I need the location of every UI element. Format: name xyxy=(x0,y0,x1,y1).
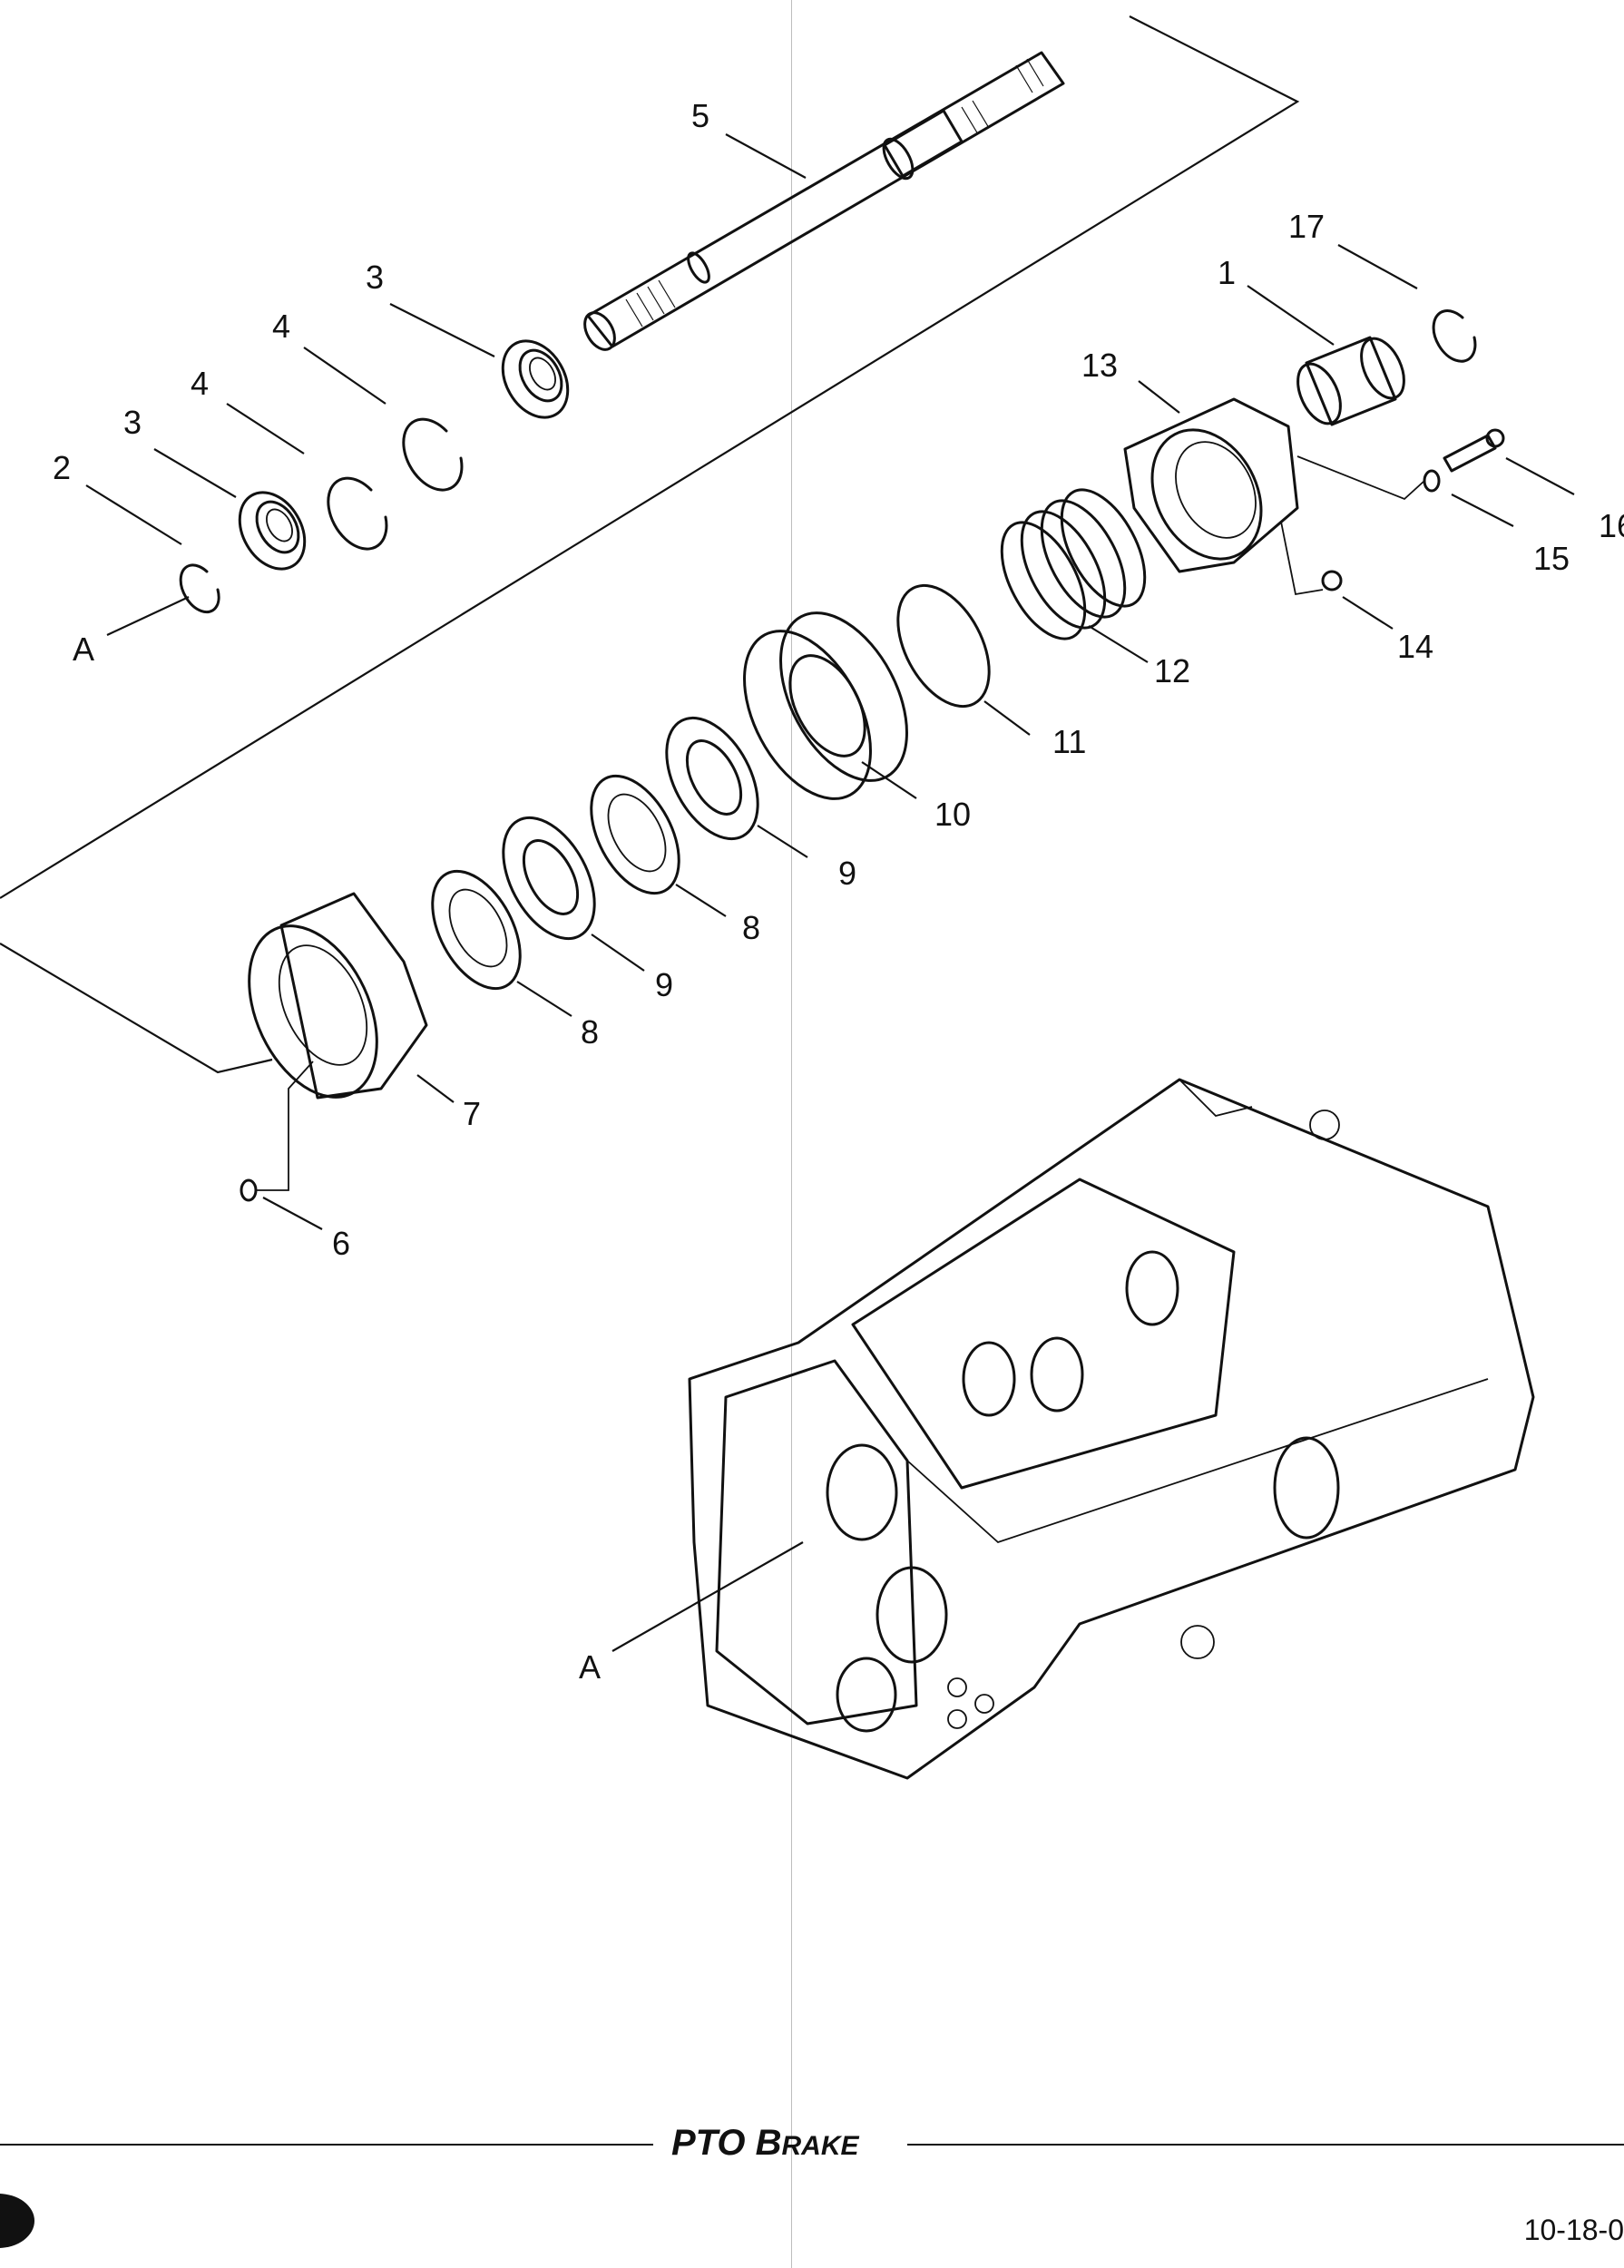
callout-14: 14 xyxy=(1397,628,1433,665)
snap-ring-part-4-upper xyxy=(402,417,464,492)
o-ring-part-11 xyxy=(896,583,991,709)
o-ring-part-6 xyxy=(240,1061,314,1202)
bolt-part-16 xyxy=(1443,428,1505,473)
friction-disc-part-9-upper xyxy=(665,716,759,841)
transmission-housing xyxy=(688,1078,1535,1780)
separator-plate-part-8-lower xyxy=(431,869,522,991)
footer-section-title: PTO BRAKE xyxy=(671,2123,859,2164)
callout-3-upper: 3 xyxy=(366,259,384,296)
callout-13: 13 xyxy=(1081,347,1118,384)
callout-8-upper: 8 xyxy=(742,909,760,946)
footer-title-initial: PTO B xyxy=(671,2123,782,2163)
callout-6: 6 xyxy=(332,1225,350,1262)
separator-plate-part-8-upper xyxy=(590,774,680,895)
callout-leaders xyxy=(85,133,1575,1652)
callout-9-upper: 9 xyxy=(838,855,856,892)
brake-hub-part-7 xyxy=(248,892,428,1100)
callout-8-lower: 8 xyxy=(581,1013,599,1051)
friction-disc-part-9-lower xyxy=(502,816,596,941)
snap-ring-part-17 xyxy=(1432,309,1477,363)
callout-16: 16 xyxy=(1599,507,1624,544)
footer-rule-right xyxy=(907,2144,1624,2146)
callout-2: 2 xyxy=(53,449,71,486)
bearing-part-3-upper xyxy=(501,339,570,419)
spring-part-12 xyxy=(1000,488,1147,640)
scan-fold-line xyxy=(791,0,792,2268)
callout-7: 7 xyxy=(463,1095,481,1132)
snap-ring-part-4-lower xyxy=(327,476,388,551)
callout-a-shaft: A xyxy=(73,631,94,668)
callout-10: 10 xyxy=(934,796,971,833)
callout-15: 15 xyxy=(1533,540,1570,577)
callout-1: 1 xyxy=(1218,254,1236,291)
callout-11: 11 xyxy=(1052,723,1086,760)
callout-3-lower: 3 xyxy=(123,404,142,441)
screw-part-14 xyxy=(1280,521,1343,596)
snap-ring-part-2 xyxy=(179,563,220,614)
bearing-part-3-lower xyxy=(238,491,307,571)
callout-4-lower: 4 xyxy=(191,365,209,402)
callout-17: 17 xyxy=(1288,208,1325,245)
callout-labels: 5 3 4 4 3 2 A 17 1 13 16 15 14 12 11 10 … xyxy=(53,97,1624,1686)
callout-12: 12 xyxy=(1154,652,1190,689)
washer-part-15 xyxy=(1296,455,1441,501)
housing-part-13 xyxy=(1123,397,1299,573)
page-number: 10-18-0 xyxy=(1523,2214,1624,2246)
shaft-part-5 xyxy=(583,51,1065,351)
callout-a-housing: A xyxy=(579,1648,601,1686)
callout-4-upper: 4 xyxy=(272,308,290,345)
callout-5: 5 xyxy=(691,97,709,134)
needle-bearing-part-1 xyxy=(1296,336,1405,426)
piston-part-10 xyxy=(743,611,908,800)
footer-title-small-caps: RAKE xyxy=(781,2131,859,2161)
footer-rule-left xyxy=(0,2144,653,2146)
callout-9-lower: 9 xyxy=(655,966,673,1003)
assembly-bracket-lines xyxy=(0,15,1300,1074)
